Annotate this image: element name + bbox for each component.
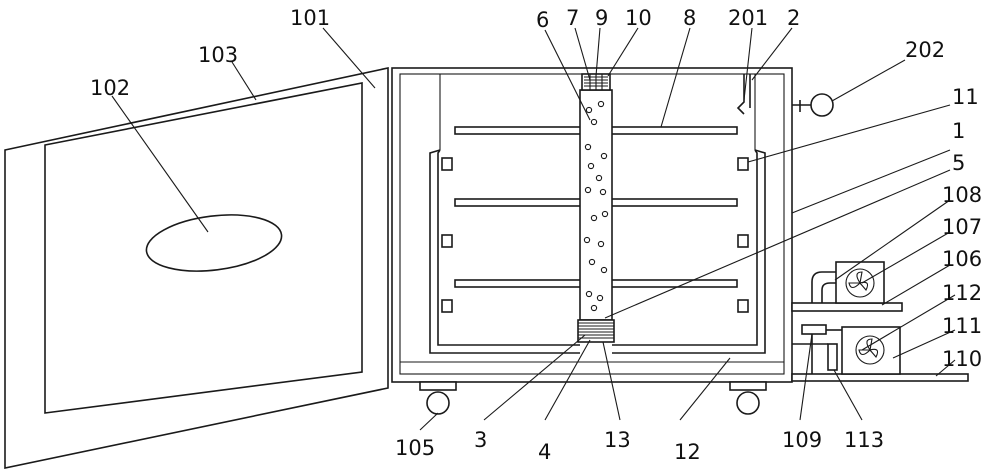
central-air-column — [577, 73, 615, 343]
column-body — [579, 89, 613, 321]
label-11: 11 — [952, 85, 979, 109]
bracket-left-3 — [441, 299, 453, 313]
bracket-right-3 — [737, 299, 749, 313]
bracket-left-1 — [441, 157, 453, 171]
label-8: 8 — [683, 6, 696, 30]
label-108: 108 — [942, 183, 982, 207]
column-holes — [583, 100, 609, 312]
cabinet-outer-wall — [391, 67, 793, 383]
label-112: 112 — [942, 281, 982, 305]
label-101: 101 — [290, 6, 330, 30]
leader-lines — [111, 27, 956, 431]
label-113: 113 — [844, 428, 884, 452]
label-4: 4 — [538, 440, 551, 464]
lower-platform-110 — [791, 373, 969, 382]
caster-left-mount — [419, 381, 457, 391]
bracket-right-1 — [737, 157, 749, 171]
label-106: 106 — [942, 247, 982, 271]
door-outer-frame — [4, 67, 389, 469]
caster-right-mount — [729, 381, 767, 391]
casters — [419, 381, 767, 415]
label-5: 5 — [952, 151, 965, 175]
heating-pipe-left-inner — [437, 149, 580, 346]
heating-pipe-right-inner — [612, 149, 758, 346]
lower-fan-ring — [855, 335, 885, 365]
label-1: 1 — [952, 119, 965, 143]
bracket-right-2 — [737, 234, 749, 248]
label-111: 111 — [942, 314, 982, 338]
label-13: 13 — [604, 428, 631, 452]
caster-left-wheel — [426, 391, 450, 415]
vent-pipe-201 — [736, 74, 745, 115]
shelf-brackets — [441, 157, 749, 313]
door — [4, 67, 389, 469]
label-10: 10 — [625, 6, 652, 30]
upper-fan-ring — [845, 268, 875, 298]
label-110: 110 — [942, 347, 982, 371]
label-6: 6 — [536, 8, 549, 32]
label-202: 202 — [905, 38, 945, 62]
duct-108-inner — [821, 282, 838, 303]
label-201: 201 — [728, 6, 768, 30]
pipe-connector-109 — [801, 324, 827, 335]
valve-113 — [827, 343, 838, 371]
lower-fan-blades-112 — [858, 338, 879, 358]
door-glass-panel — [44, 82, 363, 414]
label-102: 102 — [90, 76, 130, 100]
caster-right-wheel — [736, 391, 760, 415]
label-103: 103 — [198, 43, 238, 67]
label-12: 12 — [674, 440, 701, 464]
label-9: 9 — [595, 6, 608, 30]
label-109: 109 — [782, 428, 822, 452]
label-105: 105 — [395, 436, 435, 460]
side-equipment — [791, 261, 969, 382]
label-7: 7 — [566, 6, 579, 30]
label-3: 3 — [474, 428, 487, 452]
upper-platform-106 — [791, 302, 903, 312]
label-2: 2 — [787, 6, 800, 30]
bracket-left-2 — [441, 234, 453, 248]
label-107: 107 — [942, 215, 982, 239]
heating-pipe-right — [612, 149, 766, 354]
top-filter-hatching — [584, 74, 608, 90]
duct-108 — [811, 271, 838, 303]
reference-labels: 101 103 102 6 7 9 10 8 201 2 202 11 1 5 … — [90, 6, 982, 464]
heating-pipe-left — [429, 149, 580, 354]
door-window-ellipse — [145, 214, 283, 272]
bottom-coil-lines — [578, 322, 614, 339]
pressure-gauge — [810, 93, 834, 117]
